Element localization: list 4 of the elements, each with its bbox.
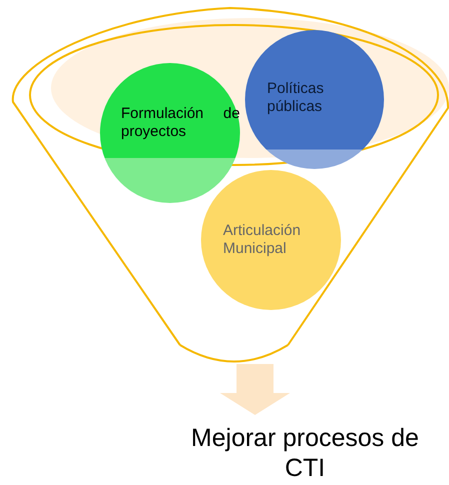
circle-label: Políticas públicas [267, 80, 325, 116]
outcome-text: Mejorar procesos de CTI [190, 423, 420, 483]
arrow [220, 364, 290, 415]
circle-label: Articulación Municipal [223, 222, 302, 258]
